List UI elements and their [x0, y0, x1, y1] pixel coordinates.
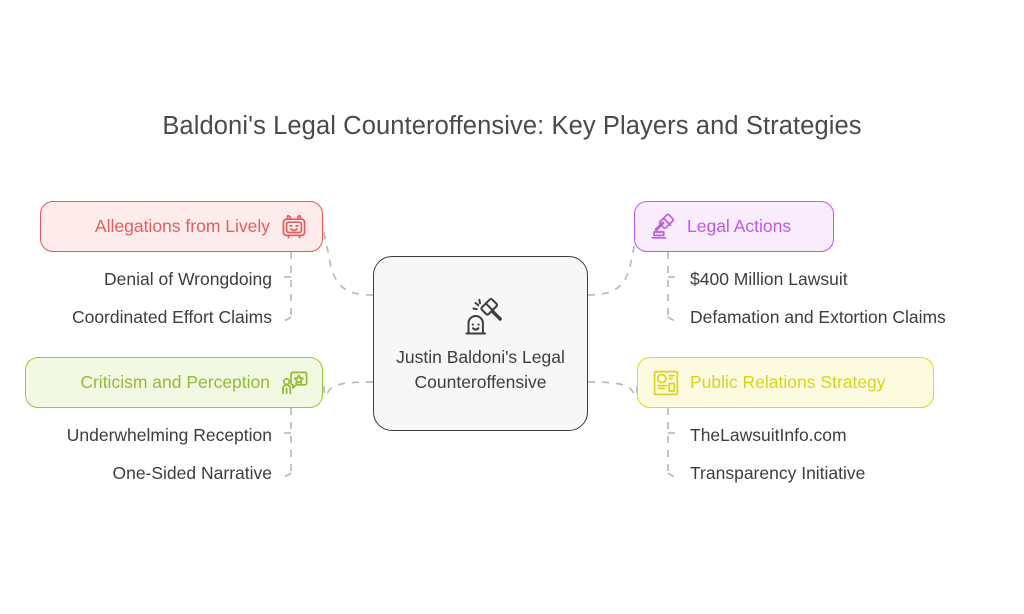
sub-item-denial-of-wrongdoing[interactable]: Denial of Wrongdoing [104, 269, 272, 289]
branch-legal-actions[interactable]: Legal Actions [634, 201, 834, 252]
center-node[interactable]: Justin Baldoni's Legal Counteroffensive [373, 256, 588, 431]
branch-public-relations-label: Public Relations Strategy [690, 371, 886, 392]
connector-stub-transparency [667, 472, 680, 479]
sub-item-400-million-lawsuit[interactable]: $400 Million Lawsuit [690, 269, 848, 289]
center-node-label: Justin Baldoni's Legal Counteroffensive [396, 346, 565, 392]
sub-item-coordinated-effort-claims[interactable]: Coordinated Effort Claims [71, 307, 272, 327]
connector-stub-defamation [667, 316, 680, 323]
connector-center-to-legal [587, 225, 639, 296]
branch-allegations-label: Allegations from Lively [94, 215, 270, 236]
branch-legal-actions-label: Legal Actions [687, 215, 792, 236]
gavel-icon [651, 213, 675, 239]
sub-item-transparency-initiative[interactable]: Transparency Initiative [690, 463, 866, 483]
sub-item-thelawsuitinfo-com[interactable]: TheLawsuitInfo.com [690, 425, 847, 445]
branch-public-relations-strategy[interactable]: Public Relations Strategy [637, 357, 934, 408]
connector-center-to-pr [587, 381, 638, 397]
connector-center-to-allegations [322, 225, 374, 296]
connector-stub-onesided [279, 472, 292, 479]
branch-allegations-from-lively[interactable]: Allegations from Lively [40, 201, 323, 252]
television-face-icon [282, 214, 306, 238]
connector-center-to-criticism [323, 381, 374, 397]
branch-criticism-and-perception[interactable]: Criticism and Perception [25, 357, 323, 408]
person-speech-bubble-icon [282, 371, 308, 394]
sub-item-defamation-and-extortion-claims[interactable]: Defamation and Extortion Claims [690, 307, 946, 327]
sub-item-one-sided-narrative[interactable]: One-Sided Narrative [112, 463, 272, 483]
newspaper-article-icon [653, 370, 679, 395]
connector-stub-coordinated [279, 316, 292, 323]
branch-criticism-label: Criticism and Perception [80, 371, 270, 392]
sub-item-underwhelming-reception[interactable]: Underwhelming Reception [66, 425, 272, 445]
page-title: Baldoni's Legal Counteroffensive: Key Pl… [162, 112, 862, 140]
gavel-smiling-block-icon [465, 297, 502, 334]
